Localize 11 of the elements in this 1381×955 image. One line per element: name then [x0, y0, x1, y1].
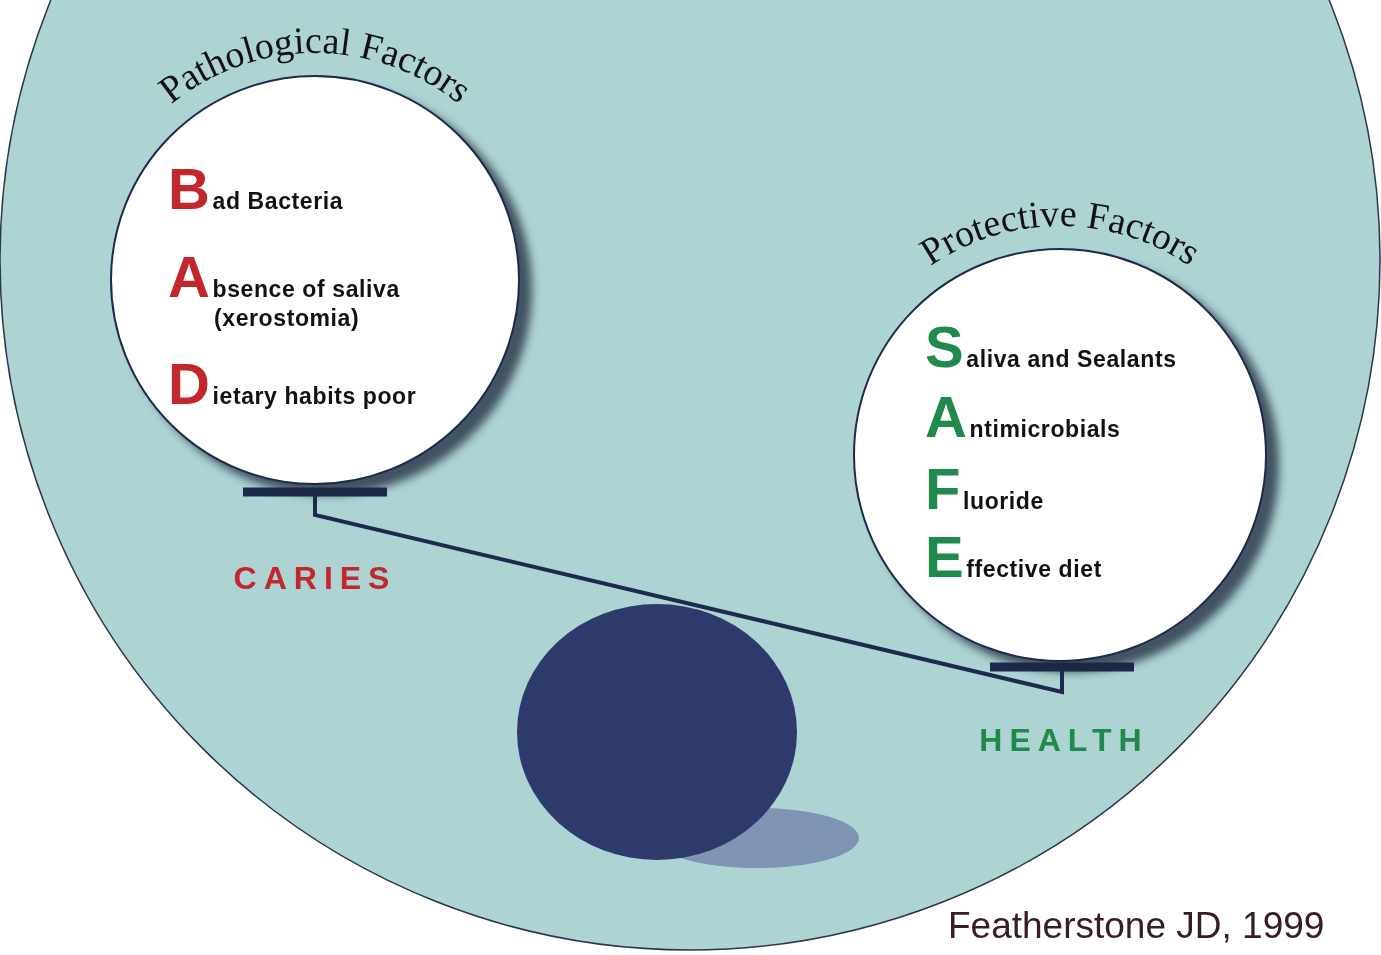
- citation: Featherstone JD, 1999: [948, 905, 1325, 947]
- factor-item: Effective diet: [925, 528, 1103, 586]
- factor-item: Bad Bacteria: [168, 160, 345, 218]
- factor-item: Saliva and Sealants: [925, 318, 1178, 376]
- factor-item: Dietary habits poor: [168, 355, 418, 413]
- factor-item: Fluoride: [925, 460, 1045, 518]
- factor-item: Absence of saliva (xerostomia): [168, 248, 401, 331]
- curved-heading: Protective Factors: [912, 191, 1209, 273]
- outcome-label: HEALTH: [979, 722, 1149, 759]
- factor-item: Antimicrobials: [925, 388, 1122, 446]
- outcome-label: CARIES: [233, 560, 397, 597]
